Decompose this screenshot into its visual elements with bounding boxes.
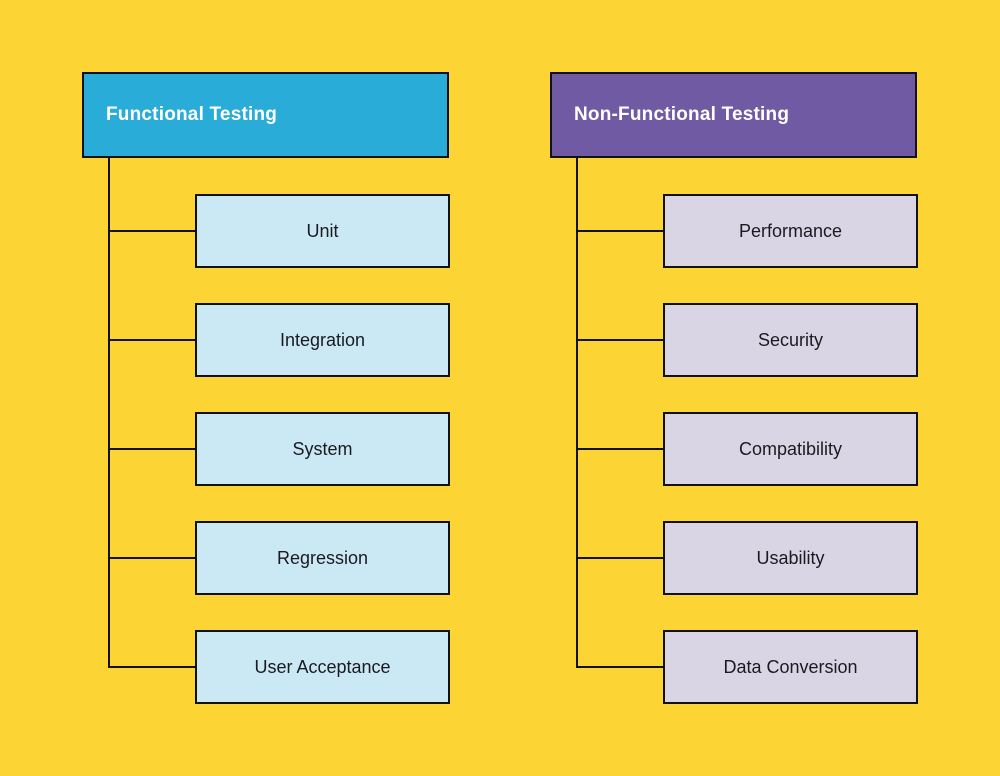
- functional-testing-header-node[interactable]: Functional Testing: [82, 72, 449, 158]
- functional-connector-branch: [108, 339, 195, 341]
- functional-connector-branch: [108, 557, 195, 559]
- node-unit[interactable]: Unit: [195, 194, 450, 268]
- node-regression[interactable]: Regression: [195, 521, 450, 595]
- node-integration-label: Integration: [279, 329, 366, 350]
- node-data-conversion-label: Data Conversion: [723, 656, 858, 677]
- node-system-label: System: [292, 438, 353, 459]
- node-user-acceptance[interactable]: User Acceptance: [195, 630, 450, 704]
- node-performance[interactable]: Performance: [663, 194, 918, 268]
- functional-connector-branch: [108, 666, 195, 668]
- node-user-acceptance-label: User Acceptance: [254, 656, 391, 677]
- node-security-label: Security: [757, 329, 824, 350]
- node-data-conversion[interactable]: Data Conversion: [663, 630, 918, 704]
- non-functional-testing-header-label: Non-Functional Testing: [574, 104, 790, 125]
- node-compatibility-label: Compatibility: [738, 438, 843, 459]
- node-unit-label: Unit: [306, 220, 339, 241]
- node-compatibility[interactable]: Compatibility: [663, 412, 918, 486]
- non-functional-connector-branch: [576, 448, 663, 450]
- non-functional-connector-branch: [576, 230, 663, 232]
- node-security[interactable]: Security: [663, 303, 918, 377]
- functional-connector-branch: [108, 448, 195, 450]
- non-functional-connector-branch: [576, 339, 663, 341]
- node-integration[interactable]: Integration: [195, 303, 450, 377]
- functional-connector-trunk: [108, 158, 110, 667]
- functional-testing-header-label: Functional Testing: [106, 104, 278, 125]
- node-usability-label: Usability: [756, 547, 825, 568]
- functional-connector-branch: [108, 230, 195, 232]
- node-usability[interactable]: Usability: [663, 521, 918, 595]
- non-functional-testing-header-node[interactable]: Non-Functional Testing: [550, 72, 917, 158]
- non-functional-connector-branch: [576, 666, 663, 668]
- non-functional-connector-branch: [576, 557, 663, 559]
- node-performance-label: Performance: [738, 220, 843, 241]
- node-system[interactable]: System: [195, 412, 450, 486]
- node-regression-label: Regression: [276, 547, 369, 568]
- non-functional-connector-trunk: [576, 158, 578, 667]
